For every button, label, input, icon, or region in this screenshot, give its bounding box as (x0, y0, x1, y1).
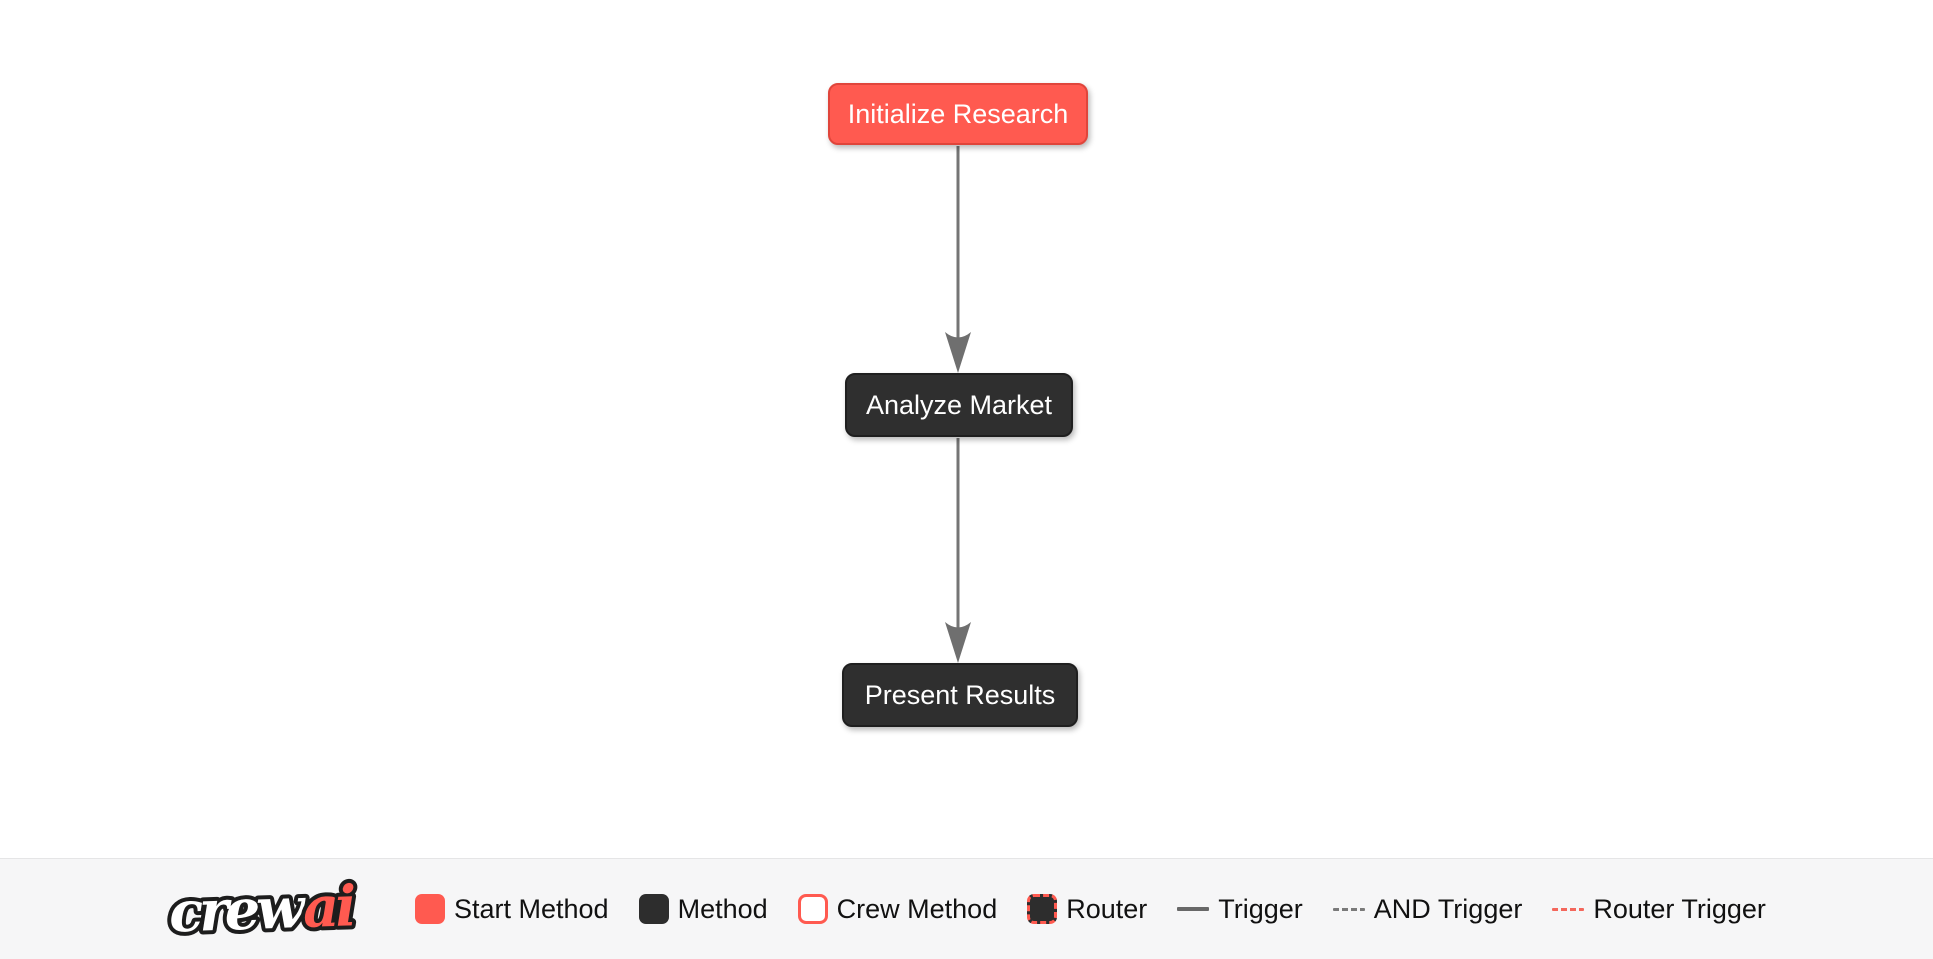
edge-trigger-initialize-to-analyze (945, 146, 971, 373)
logo-text-ai: ai (302, 873, 356, 941)
router-swatch (1027, 894, 1058, 924)
legend-label: Router (1066, 893, 1148, 924)
legend-label: Trigger (1218, 893, 1303, 924)
legend-label: Start Method (454, 893, 609, 924)
node-initialize-research[interactable]: Initialize Research (828, 83, 1088, 145)
legend-item-and-trigger: AND Trigger (1332, 893, 1523, 925)
trigger-line-swatch (1177, 907, 1210, 911)
and-trigger-line-swatch (1332, 907, 1365, 911)
legend-item-crew-method: Crew Method (797, 893, 998, 925)
router-trigger-line-swatch (1552, 907, 1585, 911)
legend-label: Crew Method (836, 893, 998, 924)
legend-label: AND Trigger (1373, 893, 1523, 924)
node-present-results[interactable]: Present Results (842, 663, 1078, 727)
edge-trigger-analyze-to-present (945, 438, 971, 663)
start-method-swatch (415, 894, 445, 924)
method-swatch (638, 894, 669, 924)
node-label: Initialize Research (847, 98, 1069, 129)
legend-label: Router Trigger (1593, 893, 1766, 924)
node-label: Present Results (864, 679, 1056, 710)
crew-method-swatch (797, 894, 828, 924)
legend-item-method: Method (638, 893, 768, 925)
logo-text-crew: crew (168, 875, 307, 946)
legend-item-router-trigger: Router Trigger (1552, 894, 1766, 925)
legend-label: Method (677, 893, 768, 924)
legend-footer: crew ai Start Method Method Crew Method … (0, 858, 1933, 959)
node-analyze-market[interactable]: Analyze Market (845, 373, 1073, 437)
legend-item-start-method: Start Method (415, 894, 609, 925)
legend-item-trigger: Trigger (1177, 894, 1303, 925)
node-label: Analyze Market (865, 389, 1053, 420)
legend: Start Method Method Crew Method Router T… (415, 894, 1766, 925)
crewai-logo: crew ai (165, 872, 359, 946)
legend-item-router: Router (1027, 894, 1147, 925)
